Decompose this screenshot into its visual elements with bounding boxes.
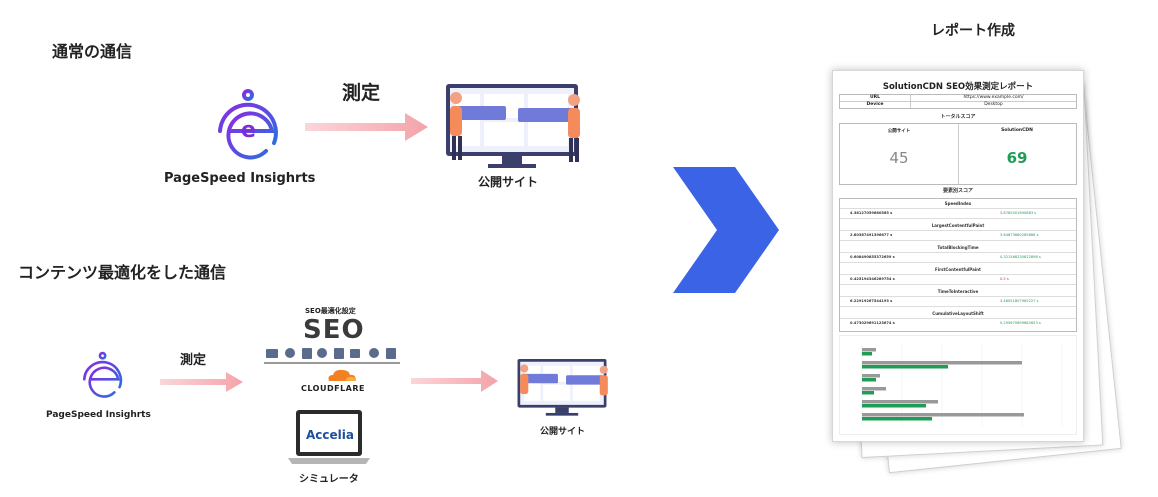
chart-bar-cdn — [862, 404, 926, 408]
report-info-row: URL https://www.example.com/ — [840, 95, 1076, 101]
top-tool-name: PageSpeed Insighrts — [164, 171, 316, 186]
top-measure-label: 測定 — [342, 82, 381, 104]
metrics-table: SpeedIndex 4.38127059680565 s 3.87850016… — [839, 198, 1077, 332]
chart-bar-cdn — [862, 365, 948, 369]
metric-name: FirstContentfulPaint — [935, 267, 981, 272]
chart-bar-public — [862, 374, 880, 378]
svg-text:e: e — [241, 118, 256, 143]
report-bar-chart-svg — [861, 344, 1063, 426]
chart-bar-public — [862, 348, 876, 352]
factor-score-label: 要素別スコア — [942, 188, 973, 194]
accelia-text: Accelia — [306, 428, 354, 442]
metric-name: TotalBlockingTime — [937, 245, 979, 250]
pagespeed-logo-icon — [62, 351, 128, 399]
metric-name: LargestContentfulPaint — [931, 223, 985, 228]
chart-bar-cdn — [862, 391, 874, 395]
total-score-label: トータルスコア — [940, 114, 976, 120]
chart-bar-public — [862, 413, 1024, 417]
score-cdn: 69 — [1006, 149, 1028, 167]
report-page: SolutionCDN SEO効果測定レポート URL https://www.… — [832, 70, 1084, 442]
public-site-monitor-icon — [446, 84, 580, 168]
top-site-label: 公開サイト — [478, 175, 539, 189]
report-info-table: URL https://www.example.com/ Device Desk… — [839, 94, 1077, 109]
public-site-monitor-icon — [517, 359, 608, 416]
report-bar-chart — [839, 335, 1077, 435]
chart-bar-public — [862, 400, 938, 404]
bottom-measure-arrow-icon — [160, 372, 243, 392]
score-public: 45 — [889, 149, 909, 167]
seo-text: SEO — [303, 315, 365, 345]
bottom-tool-name: PageSpeed Insighrts — [46, 410, 151, 420]
top-measure-arrow-icon — [305, 113, 428, 141]
bottom-heading: コンテンツ最適化をした通信 — [18, 263, 227, 282]
metric-name: TimeToInteractive — [937, 289, 979, 294]
cloudflare-cloud-icon — [328, 369, 356, 381]
chart-bar-public — [862, 387, 886, 391]
top-heading: 通常の通信 — [52, 42, 133, 61]
chart-bar-public — [862, 361, 1022, 365]
score-public-col: 公開サイト 45 — [840, 124, 959, 184]
seo-feature-icons — [264, 348, 400, 364]
bottom-site-arrow-icon — [411, 370, 498, 392]
score-cdn-col: SolutionCDN 69 — [958, 124, 1076, 184]
bottom-site-label: 公開サイト — [540, 427, 586, 437]
report-title: SolutionCDN SEO効果測定レポート — [882, 82, 1034, 92]
report-info-row: Device Desktop — [840, 101, 1076, 108]
simulator-laptop-icon — [288, 410, 370, 464]
chart-bar-cdn — [862, 378, 876, 382]
flow-chevron-icon — [673, 167, 779, 293]
pagespeed-logo-icon: e — [186, 89, 286, 161]
simulator-label: シミュレータ — [299, 474, 359, 485]
report-heading: レポート作成 — [931, 23, 1015, 39]
metric-name: SpeedIndex — [944, 201, 972, 206]
chart-bar-cdn — [862, 417, 932, 421]
bottom-measure-label: 測定 — [180, 353, 207, 368]
cloudflare-text: CLOUDFLARE — [301, 384, 365, 393]
metric-name: CumulativeLayoutShift — [932, 311, 984, 316]
seo-caption: SEO最適化設定 — [305, 307, 356, 315]
total-score-box: 公開サイト 45 SolutionCDN 69 — [839, 123, 1077, 185]
chart-bar-cdn — [862, 352, 872, 356]
